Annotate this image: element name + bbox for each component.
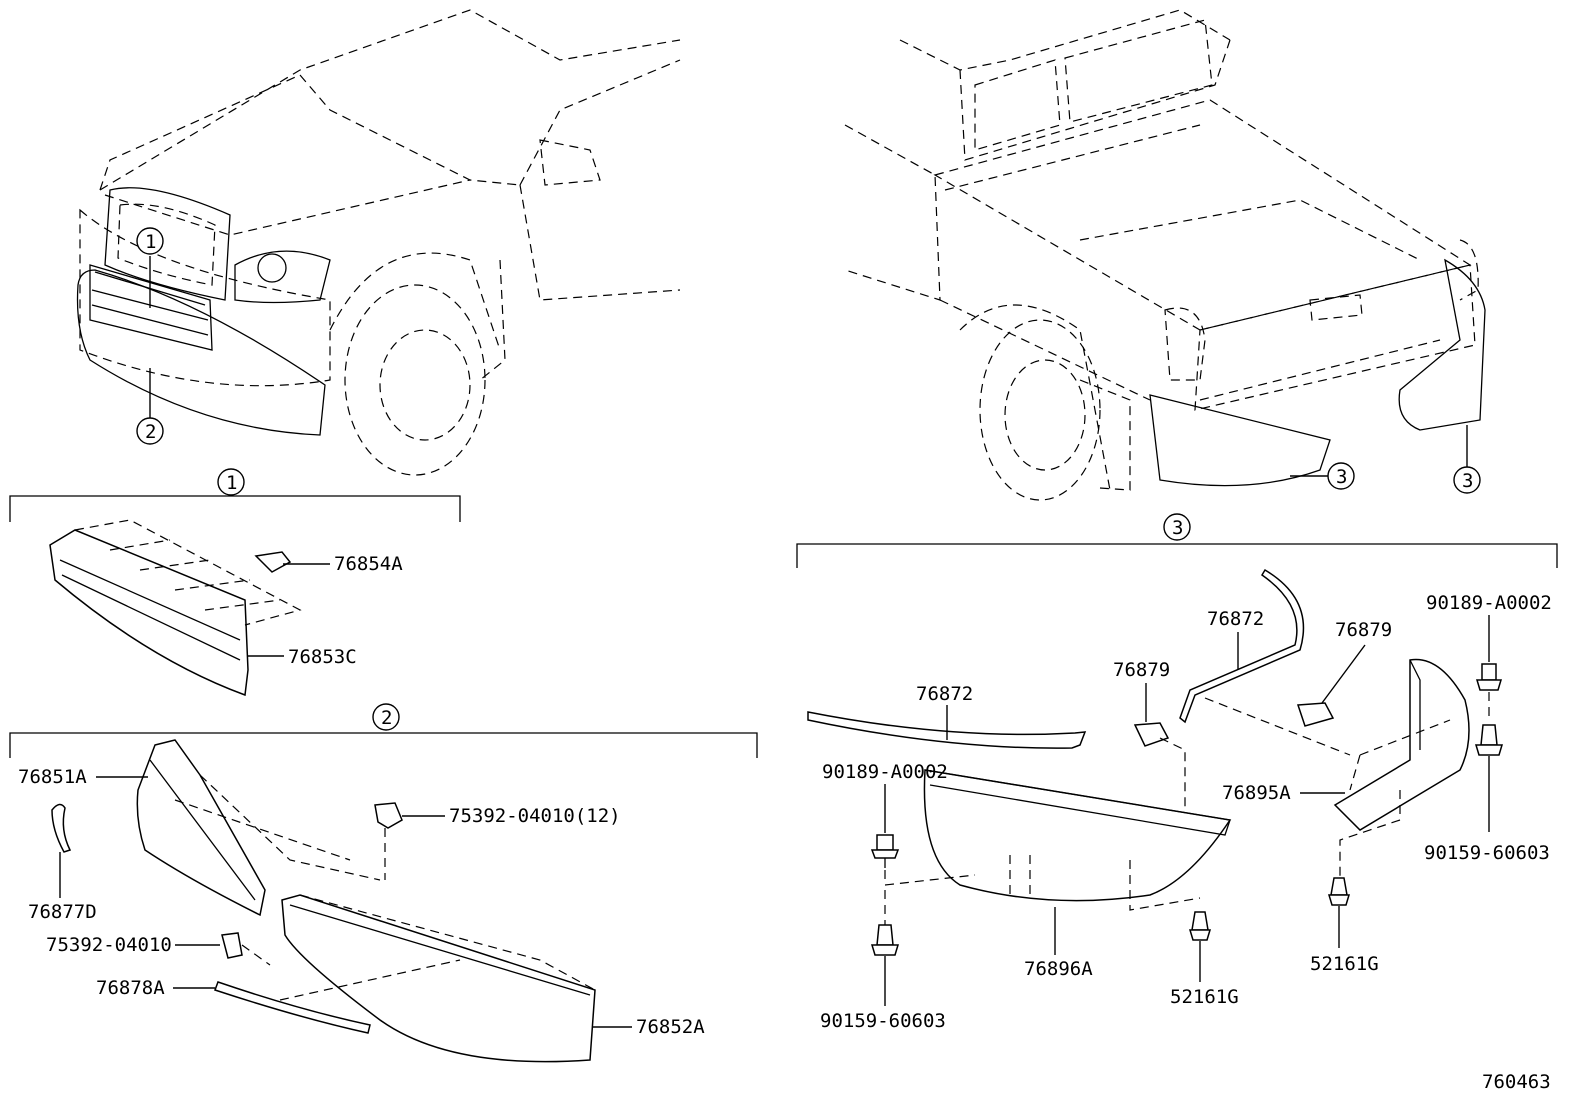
- clip-75392-04010-12: [374, 802, 403, 829]
- label-90159-60603-left: 90159-60603: [820, 1010, 946, 1032]
- bolt-90189-right: [1475, 663, 1503, 691]
- label-90189-a0002-right: 90189-A0002: [1426, 592, 1552, 614]
- grille-molding: [49, 529, 249, 697]
- callout-2-top: 2: [145, 421, 156, 443]
- section-3-bracket: [796, 543, 1558, 568]
- label-75392-04010-12: 75392-04010(12): [449, 805, 621, 827]
- section-3-rear-bumper: 3 76872 76872 76879 76879 76896A 7689: [796, 513, 1558, 1032]
- section-1-grille-molding: 1 76854A 76853C: [9, 468, 461, 697]
- label-76877d: 76877D: [28, 901, 97, 923]
- rear-truck-illustration: 3 3: [844, 9, 1486, 501]
- callout-3-rear-right: 3: [1462, 470, 1473, 492]
- label-76879-right: 76879: [1335, 619, 1392, 641]
- callout-1-top: 1: [145, 231, 156, 253]
- step-76895a: [1333, 658, 1470, 831]
- section-2-label: 2: [381, 707, 392, 729]
- label-75392-04010: 75392-04010: [46, 934, 172, 956]
- section-1-bracket: [9, 495, 461, 522]
- label-76853c: 76853C: [288, 646, 357, 668]
- clip-76854a: [254, 551, 292, 573]
- label-90189-a0002-left: 90189-A0002: [822, 761, 948, 783]
- bolt-52161g-right: [1327, 877, 1351, 906]
- strip-76878a: [214, 981, 371, 1034]
- label-76895a: 76895A: [1222, 782, 1291, 804]
- label-52161g-right: 52161G: [1310, 953, 1379, 975]
- bolt-90189-left: [870, 834, 900, 868]
- strip-76872-left: [807, 711, 1087, 749]
- section-3-label: 3: [1172, 517, 1183, 539]
- strip-76877d: [51, 803, 72, 853]
- label-76896a: 76896A: [1024, 958, 1093, 980]
- front-truck-illustration: 1 2: [76, 9, 681, 476]
- label-76878a: 76878A: [96, 977, 165, 999]
- callout-3-rear-left: 3: [1336, 466, 1347, 488]
- label-76879-left: 76879: [1113, 659, 1170, 681]
- section-2-bracket: [9, 732, 758, 758]
- label-76872-left: 76872: [916, 683, 973, 705]
- section-2-front-bumper: 2 76877D 76851A 75392-04010(12) 75392-04…: [9, 703, 758, 1063]
- bumper-76852a: [281, 894, 596, 1063]
- label-76851a: 76851A: [18, 766, 87, 788]
- strip-76872-right: [1179, 568, 1305, 724]
- section-1-label: 1: [226, 472, 237, 494]
- diagram-id: 760463: [1482, 1071, 1551, 1093]
- bolt-90159-right: [1474, 724, 1504, 756]
- label-76854a: 76854A: [334, 553, 403, 575]
- bolt-90159-left: [870, 924, 900, 956]
- clip-76879-right: [1296, 702, 1335, 727]
- clip-75392-04010: [221, 932, 243, 959]
- bolt-52161g-left: [1188, 911, 1212, 941]
- label-90159-60603-right: 90159-60603: [1424, 842, 1550, 864]
- label-76872-right: 76872: [1207, 608, 1264, 630]
- label-76852a: 76852A: [636, 1016, 705, 1038]
- clip-76879-left: [1133, 722, 1170, 747]
- label-52161g-left: 52161G: [1170, 986, 1239, 1008]
- step-76896a: [923, 769, 1232, 902]
